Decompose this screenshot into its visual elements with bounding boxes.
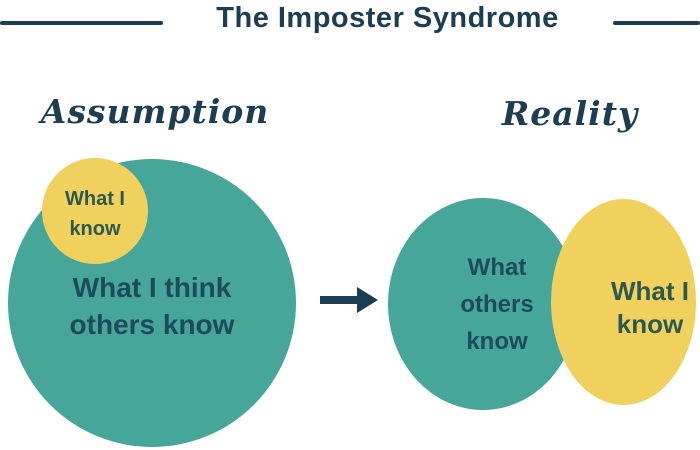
assumption-teal-circle-label: What I think others know [20,269,284,343]
page-title: The Imposter Syndrome [216,2,559,34]
assumption-label: Assumption [40,92,270,131]
assumption-yellow-line2: know [69,218,121,240]
reality-teal-line3: know [466,328,528,355]
reality-yellow-circle [551,199,696,405]
arrow-right-head-icon [357,287,378,313]
title-rule-left [0,21,163,25]
assumption-yellow-circle [42,158,148,264]
reality-yellow-line2: know [616,309,684,339]
reality-label: Reality [501,94,639,133]
assumption-teal-line1: What I think [72,272,232,303]
reality-yellow-line1: What I [611,276,689,306]
reality-teal-line2: others [460,291,534,318]
title-rule-right [613,21,700,25]
reality-yellow-circle-label: What I know [585,275,700,341]
reality-teal-line1: What [467,254,527,281]
reality-teal-circle [388,198,578,410]
assumption-yellow-line1: What I [65,188,125,210]
assumption-teal-line2: others know [69,309,235,340]
reality-teal-circle-label: What others know [402,249,592,360]
arrow-right-icon [320,296,360,304]
assumption-yellow-circle-label: What I know [42,184,148,244]
